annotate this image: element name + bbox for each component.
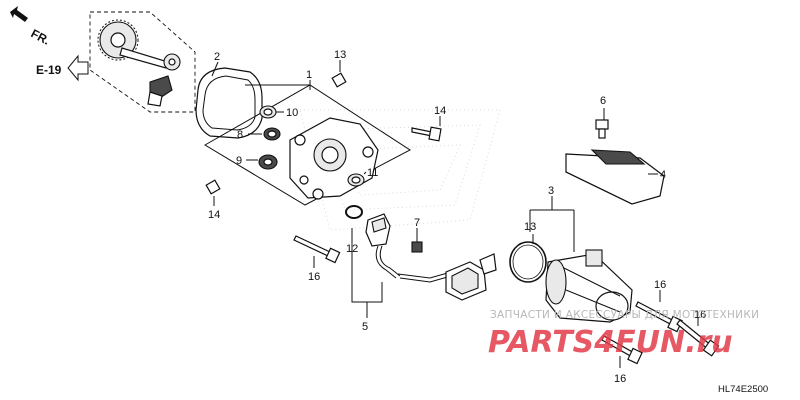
callout-16-left: 16 bbox=[308, 271, 320, 283]
bolt-15-icon bbox=[411, 126, 442, 142]
shift-housing-part bbox=[289, 117, 379, 200]
seal-11-icon bbox=[347, 173, 365, 187]
callout-16-bottom: 16 bbox=[614, 373, 626, 385]
cover-4-part bbox=[565, 149, 665, 205]
callout-8: 8 bbox=[237, 129, 243, 141]
callout-14-lower: 14 bbox=[208, 209, 220, 221]
bearing-8-icon bbox=[263, 127, 281, 141]
callout-14-upper: 13 bbox=[334, 49, 346, 61]
bolt-16-left-icon bbox=[293, 235, 341, 264]
o-ring-12-icon bbox=[345, 205, 363, 219]
screw-6-icon bbox=[595, 119, 609, 139]
bolt-7-icon bbox=[411, 236, 423, 253]
callout-1: 1 bbox=[306, 69, 312, 81]
front-direction-label: FR. bbox=[29, 26, 53, 47]
watermark-logo: PARTS4FUN.ru bbox=[488, 325, 733, 360]
callout-16-right-upper: 16 bbox=[654, 279, 666, 291]
bearing-9-icon bbox=[258, 154, 278, 170]
wing-watermark-pattern bbox=[299, 109, 501, 231]
sensor-plug-part bbox=[365, 213, 391, 247]
callout-13: 13 bbox=[524, 221, 536, 233]
dowel-pin-lower-icon bbox=[205, 179, 221, 195]
gasket-part bbox=[195, 67, 263, 139]
dowel-pin-upper-icon bbox=[331, 72, 347, 88]
watermark-caption: ЗАПЧАСТИ И АКСЕССУАРЫ ДЛЯ МОТОТЕХНИКИ bbox=[490, 309, 759, 321]
small-gear-icon bbox=[163, 53, 181, 71]
reference-arrow-icon bbox=[67, 54, 89, 82]
callout-12: 12 bbox=[346, 243, 358, 255]
gear-assembly-box bbox=[89, 11, 196, 113]
callout-2: 2 bbox=[214, 51, 220, 63]
callout-9: 9 bbox=[236, 155, 242, 167]
callout-4: 4 bbox=[660, 169, 666, 181]
diagram-code: HL74E2500 bbox=[718, 384, 768, 395]
callout-3: 3 bbox=[548, 185, 554, 197]
callout-11: 11 bbox=[367, 167, 378, 179]
o-ring-13-icon bbox=[509, 241, 547, 283]
callout-6: 6 bbox=[600, 95, 606, 107]
callout-15: 14 bbox=[434, 105, 446, 117]
callout-16-right-lower: 16 bbox=[694, 309, 706, 321]
front-direction-arrow-icon bbox=[10, 6, 28, 22]
callout-5: 5 bbox=[362, 321, 368, 333]
bolt-16-bottom-icon bbox=[601, 335, 643, 365]
callout-10: 10 bbox=[286, 107, 298, 119]
seal-10-icon bbox=[259, 105, 277, 119]
bolt-16-right-lower-icon bbox=[676, 319, 720, 357]
section-reference-label: E-19 bbox=[36, 63, 62, 77]
shift-cam-icon bbox=[147, 75, 173, 107]
callout-7: 7 bbox=[414, 217, 420, 229]
connector-part bbox=[445, 253, 497, 301]
shift-motor-part bbox=[545, 249, 633, 323]
